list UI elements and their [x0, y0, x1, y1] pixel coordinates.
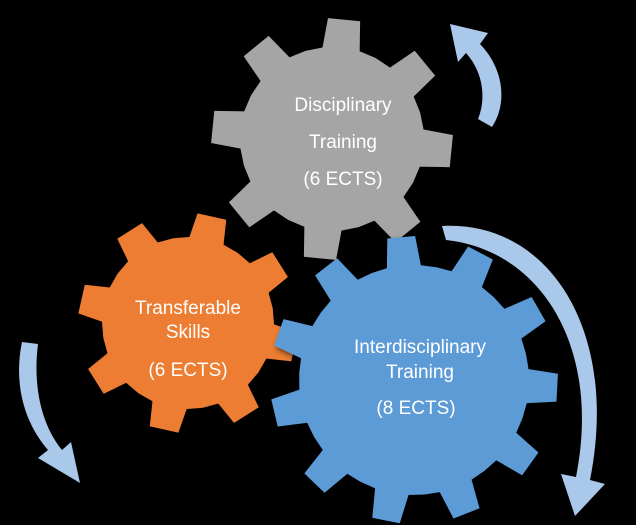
- gear-transferable-credits: (6 ECTS): [148, 360, 227, 381]
- gear-disciplinary-title-line1: Disciplinary: [294, 95, 392, 116]
- gear-interdisciplinary-credits: (8 ECTS): [376, 398, 455, 419]
- gear-interdisciplinary-title-line1: Interdisciplinary: [354, 337, 486, 358]
- gear-transferable-title-line2: Skills: [166, 322, 210, 343]
- gear-transferable-shape: [78, 213, 298, 433]
- arrow-left: [19, 342, 80, 483]
- gear-disciplinary-credits: (6 ECTS): [303, 169, 382, 190]
- gear-disciplinary-title-line2: Training: [309, 132, 377, 153]
- gear-transferable: Transferable Skills (6 ECTS): [78, 213, 298, 433]
- gear-interdisciplinary: Interdisciplinary Training (8 ECTS): [271, 236, 558, 524]
- gear-interdisciplinary-shape: [271, 236, 558, 524]
- gear-transferable-title-line1: Transferable: [135, 298, 241, 319]
- gear-interdisciplinary-title-line2: Training: [386, 362, 454, 383]
- arrow-top-right: [450, 24, 502, 127]
- gear-disciplinary: Disciplinary Training (6 ECTS): [211, 18, 453, 260]
- cycle-arrows: [19, 24, 605, 516]
- arrow-right: [442, 225, 605, 516]
- gear-disciplinary-shape: [211, 18, 453, 260]
